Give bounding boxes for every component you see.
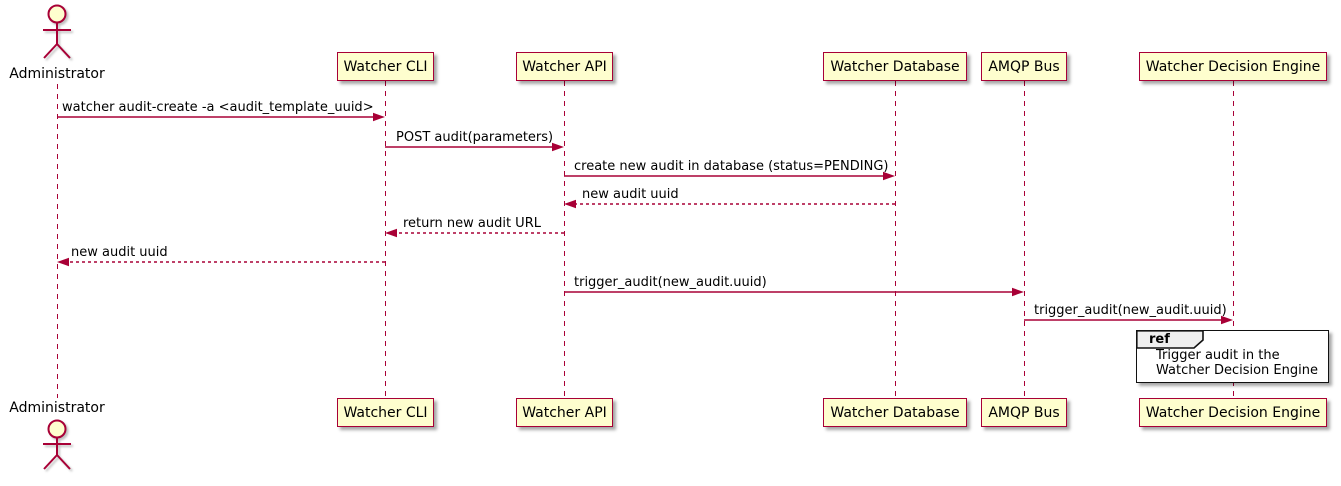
actor-label-top: Administrator bbox=[9, 66, 105, 82]
arrowhead-2 bbox=[552, 142, 564, 152]
message-label-8: trigger_audit(new_audit.uuid) bbox=[1034, 303, 1227, 318]
message-label-7: trigger_audit(new_audit.uuid) bbox=[574, 275, 767, 290]
participant-bottom-watcher-decision-engine: Watcher Decision Engine bbox=[1139, 398, 1327, 427]
participant-bottom-watcher-cli: Watcher CLI bbox=[337, 398, 434, 427]
participant-bottom-amqp-bus: AMQP Bus bbox=[981, 398, 1067, 427]
actor-label-bottom: Administrator bbox=[9, 400, 105, 416]
ref-fragment: ref Trigger audit in the Watcher Decisio… bbox=[1136, 330, 1329, 383]
message-label-1: watcher audit-create -a <audit_template_… bbox=[62, 100, 374, 115]
participant-top-amqp-bus: AMQP Bus bbox=[981, 52, 1067, 81]
participant-top-watcher-database: Watcher Database bbox=[823, 52, 967, 81]
message-label-3: create new audit in database (status=PEN… bbox=[574, 159, 889, 174]
message-label-5: return new audit URL bbox=[403, 216, 541, 231]
ref-text-line-1: Trigger audit in the bbox=[1156, 348, 1280, 363]
actor-figure-top bbox=[43, 4, 71, 59]
ref-text-line-2: Watcher Decision Engine bbox=[1156, 363, 1318, 378]
arrowhead-6 bbox=[57, 257, 69, 267]
message-label-4: new audit uuid bbox=[582, 187, 679, 202]
message-label-2: POST audit(parameters) bbox=[396, 130, 554, 145]
participant-top-watcher-cli: Watcher CLI bbox=[337, 52, 434, 81]
participant-bottom-watcher-database: Watcher Database bbox=[823, 398, 967, 427]
participant-top-watcher-decision-engine: Watcher Decision Engine bbox=[1139, 52, 1327, 81]
arrowhead-4 bbox=[564, 199, 576, 209]
message-arrows bbox=[57, 112, 1233, 325]
arrowhead-8 bbox=[1221, 315, 1233, 325]
lifelines bbox=[57, 81, 1234, 398]
arrowhead-5 bbox=[385, 228, 397, 238]
arrowhead-3 bbox=[883, 171, 895, 181]
ref-tab-shape bbox=[1136, 330, 1204, 349]
arrowhead-7 bbox=[1012, 287, 1024, 297]
message-label-6: new audit uuid bbox=[71, 245, 168, 260]
ref-keyword: ref bbox=[1149, 332, 1170, 347]
actor-figure-bottom bbox=[43, 419, 71, 470]
arrowhead-1 bbox=[373, 112, 385, 122]
participant-top-watcher-api: Watcher API bbox=[516, 52, 613, 81]
participant-bottom-watcher-api: Watcher API bbox=[516, 398, 613, 427]
